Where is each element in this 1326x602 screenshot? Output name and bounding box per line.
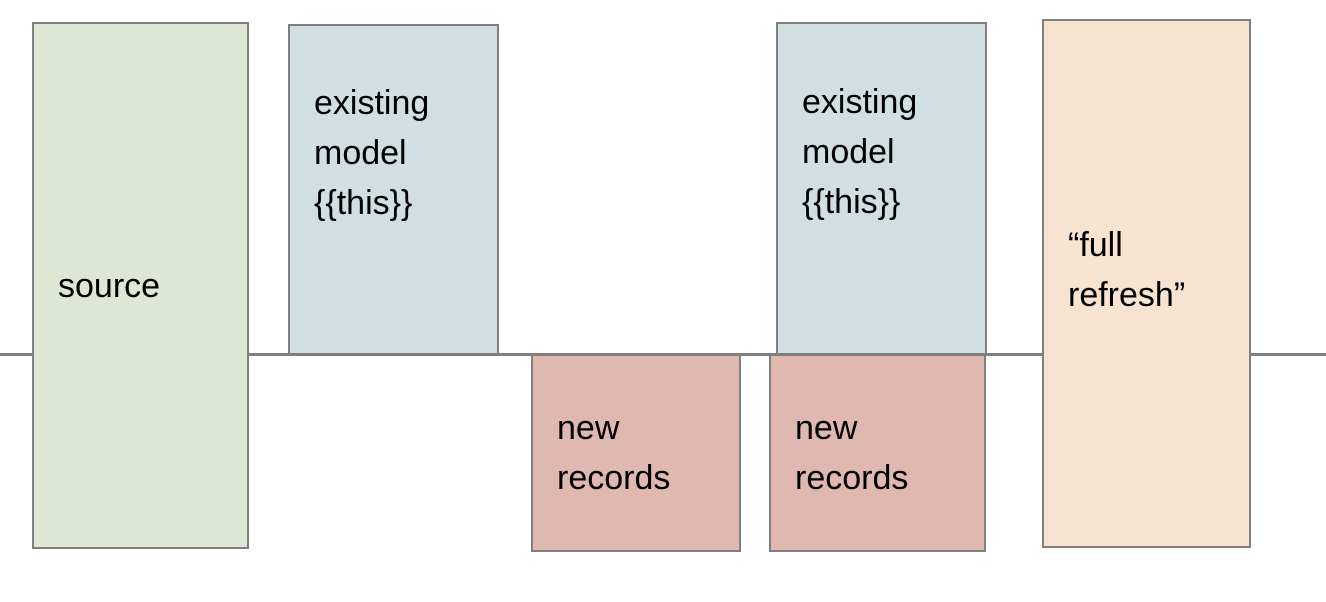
box-new-records-2[interactable]: new records — [769, 354, 986, 552]
box-source-label: source — [58, 266, 161, 305]
box-new-records-1[interactable]: new records — [531, 354, 741, 552]
box-full-refresh[interactable]: “full refresh” — [1042, 19, 1251, 548]
box-existing-model-1[interactable]: existing model {{this}} — [288, 24, 499, 355]
box-existing-model-2[interactable]: existing model {{this}} — [776, 22, 987, 355]
box-source[interactable]: source — [32, 22, 249, 549]
box-new-records-2-label: new records — [795, 409, 909, 497]
box-new-records-1-label: new records — [557, 409, 671, 497]
box-full-refresh-label: “full refresh” — [1068, 225, 1186, 314]
box-existing-model-2-label: existing model {{this}} — [802, 82, 918, 221]
box-existing-model-1-label: existing model {{this}} — [314, 83, 430, 222]
